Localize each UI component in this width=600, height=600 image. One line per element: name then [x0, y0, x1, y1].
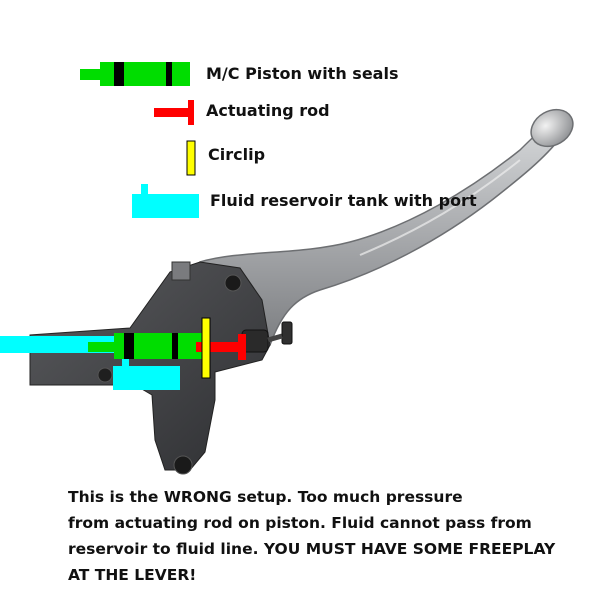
legend-label-reservoir: Fluid reservoir tank with port: [210, 191, 477, 210]
caption-line: This is the WRONG setup. Too much pressu…: [68, 488, 463, 506]
piston-overlay: [88, 333, 202, 359]
caption-line: AT THE LEVER!: [68, 566, 197, 584]
legend-label-circlip: Circlip: [208, 145, 266, 164]
bleed-screw-icon: [97, 367, 113, 383]
legend-rod-swatch: [154, 100, 194, 125]
reservoir-tank-overlay: [113, 357, 180, 390]
legend-label-rod: Actuating rod: [206, 101, 330, 120]
reservoir-port-cap: [171, 261, 191, 281]
adjuster-screw: [241, 321, 293, 353]
legend-label-piston: M/C Piston with seals: [206, 64, 399, 83]
circlip-overlay: [201, 317, 211, 379]
lever-ball-end: [530, 108, 574, 148]
caption-line: from actuating rod on piston. Fluid cann…: [68, 514, 532, 532]
legend-circlip-swatch: [186, 140, 196, 176]
warning-caption: This is the WRONG setup. Too much pressu…: [68, 484, 588, 588]
actuating-rod-overlay: [196, 334, 246, 360]
pivot-bolt-icon: [224, 274, 242, 292]
mount-bolt-icon: [173, 455, 193, 475]
caption-line: reservoir to fluid line. YOU MUST HAVE S…: [68, 540, 556, 558]
legend-reservoir-swatch: [132, 184, 199, 218]
lever-arm: [199, 125, 561, 349]
legend-piston-swatch: [80, 62, 190, 86]
